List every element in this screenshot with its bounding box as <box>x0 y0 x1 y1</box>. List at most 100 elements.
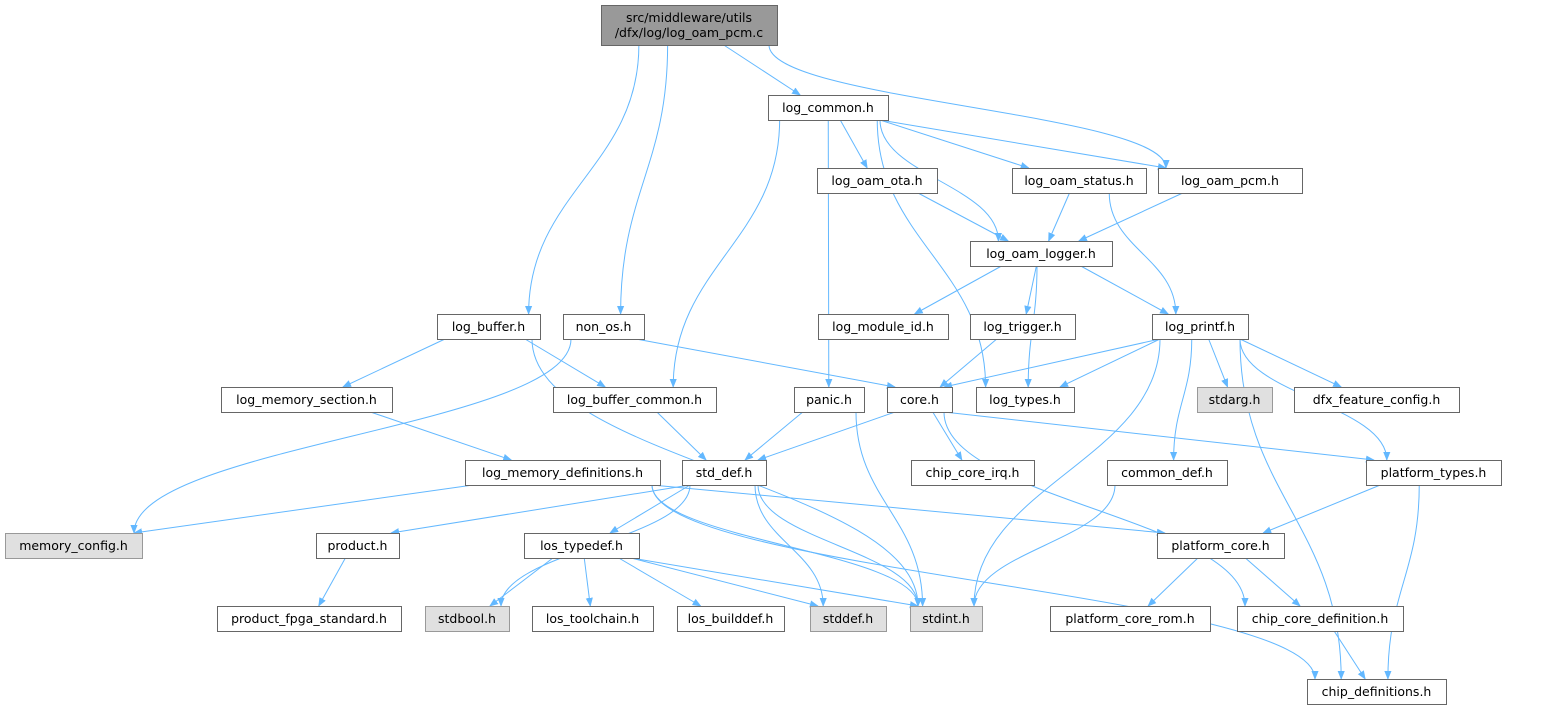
node-label: stdarg.h <box>1209 392 1261 407</box>
node-label: log_types.h <box>989 392 1061 407</box>
edge-non-os-to-core <box>635 338 896 390</box>
node-box <box>1158 168 1303 194</box>
node-log-oam-pcm[interactable]: log_oam_pcm.h <box>1158 168 1303 194</box>
node-los-toolchain[interactable]: los_toolchain.h <box>532 606 654 632</box>
node-label: log_oam_ota.h <box>831 173 922 188</box>
edge-non-os-to-memory-config <box>130 338 572 534</box>
edge-los-typedef-to-stddef <box>630 557 819 608</box>
edge-std-def-to-stdint <box>757 484 922 607</box>
node-box <box>1152 314 1249 340</box>
node-los-builddef[interactable]: los_builddef.h <box>677 606 785 632</box>
node-log-buffer-common[interactable]: log_buffer_common.h <box>553 387 717 413</box>
node-stddef[interactable]: stddef.h <box>810 606 887 632</box>
node-product[interactable]: product.h <box>316 533 400 559</box>
edge-los-typedef-to-los-builddef <box>618 557 702 607</box>
node-log-oam-logger[interactable]: log_oam_logger.h <box>970 241 1113 267</box>
node-log-memory-definitions[interactable]: log_memory_definitions.h <box>465 460 661 486</box>
node-chip-core-definition[interactable]: chip_core_definition.h <box>1237 606 1404 632</box>
node-chip-core-irq[interactable]: chip_core_irq.h <box>911 460 1035 486</box>
edge-los-typedef-to-los-toolchain <box>583 557 593 607</box>
node-log-memory-section[interactable]: log_memory_section.h <box>221 387 393 413</box>
node-log-types[interactable]: log_types.h <box>976 387 1075 413</box>
node-box <box>1107 460 1228 486</box>
edge-platform-types-to-platform-core <box>1262 484 1381 534</box>
node-label: log_printf.h <box>1165 319 1235 334</box>
node-common-def[interactable]: common_def.h <box>1107 460 1228 486</box>
node-log-oam-status[interactable]: log_oam_status.h <box>1012 168 1147 194</box>
node-label: log_oam_logger.h <box>986 246 1096 261</box>
node-platform-core-rom[interactable]: platform_core_rom.h <box>1050 606 1211 632</box>
edge-log-oam-status-to-log-oam-logger <box>1048 192 1070 242</box>
node-log-printf[interactable]: log_printf.h <box>1152 314 1249 340</box>
edge-log-oam-status-to-log-printf <box>1108 192 1180 315</box>
edge-chip-core-definition-to-chip-definitions <box>1333 630 1366 680</box>
node-stdarg[interactable]: stdarg.h <box>1197 387 1273 413</box>
edge-log-printf-to-stdint <box>970 338 1161 607</box>
node-label: stdint.h <box>922 611 970 626</box>
node-product-fpga-standard[interactable]: product_fpga_standard.h <box>217 606 402 632</box>
node-box <box>1157 533 1285 559</box>
edge-log-oam-ota-to-log-oam-logger <box>917 192 1009 242</box>
node-box <box>1366 460 1502 486</box>
node-log-common[interactable]: log_common.h <box>768 95 889 121</box>
edge-log-common-to-log-oam-ota <box>839 119 868 169</box>
node-log-module-id[interactable]: log_module_id.h <box>818 314 949 340</box>
node-box <box>532 606 654 632</box>
edge-panic-to-stdint <box>855 411 927 607</box>
edge-panic-to-std-def <box>744 411 804 461</box>
node-label: chip_definitions.h <box>1322 684 1432 699</box>
node-box <box>911 460 1035 486</box>
node-box <box>221 387 393 413</box>
node-dfx-feature-config[interactable]: dfx_feature_config.h <box>1294 387 1460 413</box>
node-box <box>970 314 1076 340</box>
edge-log-printf-to-core <box>943 338 1161 389</box>
edge-log-common-to-log-buffer-common <box>669 119 781 388</box>
node-platform-types[interactable]: platform_types.h <box>1366 460 1502 486</box>
node-box <box>437 314 541 340</box>
edge-log-common-to-log-oam-pcm <box>879 119 1167 171</box>
node-stdint[interactable]: stdint.h <box>910 606 983 632</box>
node-stdbool[interactable]: stdbool.h <box>425 606 510 632</box>
node-box <box>5 533 143 559</box>
edge-log-buffer-to-log-buffer-common <box>524 338 607 388</box>
node-label: panic.h <box>806 392 852 407</box>
node-panic[interactable]: panic.h <box>794 387 865 413</box>
node-label: log_memory_section.h <box>236 392 377 407</box>
edge-los-typedef-to-stdbool <box>489 557 554 607</box>
node-log-trigger[interactable]: log_trigger.h <box>970 314 1076 340</box>
node-label: dfx_feature_config.h <box>1313 392 1441 407</box>
edge-std-def-to-product <box>390 484 691 536</box>
node-label: log_oam_pcm.h <box>1181 173 1279 188</box>
node-label: product.h <box>328 538 388 553</box>
node-box <box>976 387 1075 413</box>
edge-log-common-to-log-types <box>876 119 990 388</box>
edge-log-printf-to-dfx-feature-config <box>1239 338 1343 388</box>
node-core[interactable]: core.h <box>887 387 953 413</box>
edge-log-memory-section-to-log-memory-definitions <box>370 411 513 461</box>
node-box <box>1307 679 1447 705</box>
edge-log-oam-logger-to-log-trigger <box>1024 265 1037 315</box>
edge-platform-core-to-platform-core-rom <box>1147 557 1199 607</box>
node-non-os[interactable]: non_os.h <box>563 314 645 340</box>
node-log-buffer[interactable]: log_buffer.h <box>437 314 541 340</box>
node-box <box>1050 606 1211 632</box>
node-box <box>553 387 717 413</box>
node-log-oam-ota[interactable]: log_oam_ota.h <box>817 168 938 194</box>
node-label: platform_core.h <box>1171 538 1269 553</box>
node-box <box>810 606 887 632</box>
edge-core-to-chip-core-irq <box>932 411 963 461</box>
node-box <box>817 168 938 194</box>
node-memory-config[interactable]: memory_config.h <box>5 533 143 559</box>
edge-core-to-std-def <box>757 411 896 461</box>
node-root[interactable]: src/middleware/utils/dfx/log/log_oam_pcm… <box>601 5 778 46</box>
node-std-def[interactable]: std_def.h <box>682 460 767 486</box>
node-box <box>910 606 983 632</box>
node-chip-definitions[interactable]: chip_definitions.h <box>1307 679 1447 705</box>
node-label: stddef.h <box>823 611 873 626</box>
node-los-typedef[interactable]: los_typedef.h <box>524 533 640 559</box>
node-box <box>1237 606 1404 632</box>
node-label: los_builddef.h <box>688 611 774 626</box>
node-platform-core[interactable]: platform_core.h <box>1157 533 1285 559</box>
node-label: los_toolchain.h <box>546 611 639 626</box>
